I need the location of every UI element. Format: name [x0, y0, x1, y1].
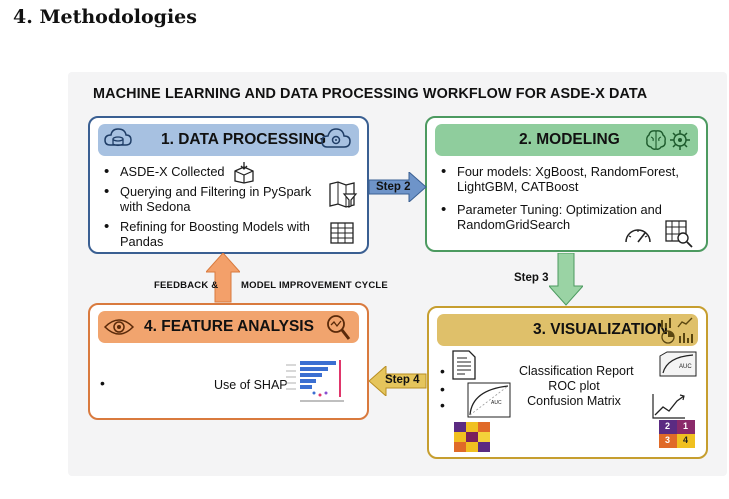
section-title: 4. Methodologies	[13, 6, 197, 28]
feature-analysis-box: 4. FEATURE ANALYSIS • Use of SHAP	[88, 303, 369, 420]
data-processing-list: ASDE-X Collected Querying and Filtering …	[104, 164, 316, 254]
search-grid-icon	[665, 220, 693, 253]
matrix-value: 2	[665, 421, 671, 431]
cloud-gear-icon	[321, 127, 351, 158]
cloud-database-icon	[104, 127, 132, 158]
data-processing-header: 1. DATA PROCESSING	[98, 124, 359, 156]
confusion-matrix-label: Confusion Matrix	[527, 394, 621, 408]
list-item: Four models: XgBoost, RandomForest, Ligh…	[441, 164, 703, 194]
bullet: •	[100, 375, 105, 391]
data-processing-box: 1. DATA PROCESSING ASDE-X Collected Quer…	[88, 116, 369, 254]
map-filter-icon	[328, 180, 358, 215]
modeling-box: 2. MODELING Four models: XgBoost, Random…	[425, 116, 708, 252]
feature-analysis-header: 4. FEATURE ANALYSIS	[98, 311, 359, 343]
list-item: Querying and Filtering in PySpark with S…	[104, 184, 316, 214]
feedback-arrow	[206, 253, 240, 303]
auc-chart-icon: AUC	[659, 351, 697, 382]
step3-arrow	[549, 253, 583, 306]
report-document-icon	[451, 350, 477, 385]
svg-text:AUC: AUC	[491, 400, 502, 406]
step2-label: Step 2	[376, 181, 411, 193]
charts-icon	[660, 316, 694, 349]
visualization-title: 3. VISUALIZATION	[533, 321, 668, 338]
list-item: ASDE-X Collected	[104, 164, 316, 179]
step4-arrow	[369, 366, 427, 396]
matrix-value: 1	[683, 421, 689, 431]
bullet: •	[440, 363, 445, 379]
modeling-title: 2. MODELING	[519, 131, 620, 148]
svg-text:AUC: AUC	[679, 364, 692, 370]
roc-plot-label: ROC plot	[548, 379, 600, 393]
step3-label: Step 3	[514, 272, 549, 284]
gauge-icon	[623, 224, 653, 249]
feature-analysis-title: 4. FEATURE ANALYSIS	[144, 318, 314, 335]
step2-arrow	[369, 172, 427, 202]
modeling-list: Four models: XgBoost, RandomForest, Ligh…	[441, 164, 703, 237]
feedback-label: FEEDBACK &	[154, 280, 219, 291]
matrix-value: 3	[665, 435, 671, 445]
list-item: Parameter Tuning: Optimization and Rando…	[441, 202, 703, 232]
gear-network-icon	[668, 128, 692, 157]
bullet: •	[440, 381, 445, 397]
magnifier-icon	[325, 313, 351, 346]
model-improvement-label: MODEL IMPROVEMENT CYCLE	[241, 280, 388, 291]
shap-summary-plot-icon	[284, 357, 356, 412]
step4-label: Step 4	[385, 374, 420, 386]
list-item: Refining for Boosting Models with Pandas	[104, 219, 316, 249]
visualization-header: 3. VISUALIZATION	[437, 314, 698, 346]
visualization-box: 3. VISUALIZATION • • • AUC Classificatio…	[427, 306, 708, 459]
trend-line-icon	[651, 392, 687, 425]
package-download-icon	[232, 162, 256, 189]
eye-icon	[103, 317, 135, 342]
classification-report-label: Classification Report	[519, 364, 634, 378]
shap-label: Use of SHAP	[214, 378, 288, 392]
brain-icon	[644, 128, 668, 157]
table-grid-icon	[330, 222, 354, 249]
roc-curve-icon: AUC	[467, 382, 511, 423]
matrix-value: 4	[683, 435, 689, 445]
heatmap-icon	[454, 422, 492, 457]
bullet: •	[440, 397, 445, 413]
data-processing-title: 1. DATA PROCESSING	[161, 131, 327, 148]
confusion-matrix-icon	[659, 420, 695, 453]
figure-title: MACHINE LEARNING AND DATA PROCESSING WOR…	[93, 86, 648, 102]
modeling-header: 2. MODELING	[435, 124, 698, 156]
